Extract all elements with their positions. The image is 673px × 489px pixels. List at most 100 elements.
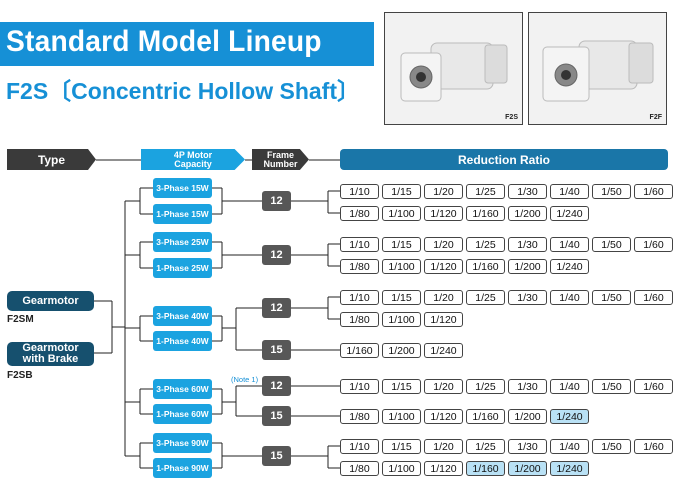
reduction-ratio-cell: 1/240 [424, 343, 463, 358]
frame-number-box: 12 [262, 245, 291, 265]
reduction-ratio-cell: 1/30 [508, 184, 547, 199]
reduction-ratio-cell: 1/80 [340, 312, 379, 327]
reduction-ratio-cell: 1/60 [634, 379, 673, 394]
reduction-ratio-cell: 1/240 [550, 461, 589, 476]
product-photo-f2s: F2S [384, 12, 523, 125]
reduction-ratio-cell: 1/15 [382, 237, 421, 252]
reduction-ratio-cell: 1/20 [424, 379, 463, 394]
reduction-ratio-cell: 1/10 [340, 184, 379, 199]
reduction-ratio-cell: 1/200 [508, 259, 547, 274]
reduction-ratio-cell: 1/30 [508, 379, 547, 394]
frame-number-box: 12 [262, 298, 291, 318]
motor-capacity-box: 3-Phase 40W [153, 306, 212, 326]
frame-number-box: 15 [262, 340, 291, 360]
title-band [0, 22, 374, 66]
reduction-ratio-cell: 1/80 [340, 409, 379, 424]
reduction-ratio-cell: 1/100 [382, 409, 421, 424]
photo-caption: F2F [649, 114, 662, 121]
reduction-ratio-cell: 1/80 [340, 259, 379, 274]
gearmotor-brake-code: F2SB [7, 370, 33, 381]
type-header: Type [7, 149, 96, 170]
reduction-ratio-cell: 1/10 [340, 379, 379, 394]
brake-type-line2: with Brake [22, 353, 79, 365]
reduction-ratio-cell: 1/20 [424, 290, 463, 305]
motor-header-line2: Capacity [174, 158, 212, 169]
gearmotor-image [542, 40, 654, 102]
reduction-ratio-cell: 1/240 [550, 409, 589, 424]
reduction-ratio-cell: 1/20 [424, 237, 463, 252]
reduction-ratio-cell: 1/15 [382, 379, 421, 394]
gearmotor-image [400, 42, 508, 102]
photo-caption: F2S [505, 114, 518, 121]
reduction-ratio-cell: 1/50 [592, 290, 631, 305]
frame-number-box: 12 [262, 376, 291, 396]
reduction-ratio-cell: 1/160 [340, 343, 379, 358]
motor-capacity-box: 3-Phase 60W [153, 379, 212, 399]
gearmotor-brake-type: Gearmotor with Brake [7, 342, 94, 366]
frame-number-box: 15 [262, 406, 291, 426]
reduction-ratio-cell: 1/40 [550, 184, 589, 199]
reduction-ratio-cell: 1/120 [424, 461, 463, 476]
reduction-ratio-cell: 1/10 [340, 237, 379, 252]
reduction-ratio-cell: 1/50 [592, 237, 631, 252]
reduction-ratio-cell: 1/30 [508, 439, 547, 454]
reduction-ratio-cell: 1/25 [466, 290, 505, 305]
reduction-ratio-cell: 1/80 [340, 461, 379, 476]
reduction-ratio-cell: 1/100 [382, 206, 421, 221]
reduction-ratio-cell: 1/160 [466, 206, 505, 221]
reduction-ratio-cell: 1/60 [634, 290, 673, 305]
reduction-ratio-cell: 1/120 [424, 312, 463, 327]
reduction-ratio-cell: 1/40 [550, 379, 589, 394]
product-photo-f2f: F2F [528, 12, 667, 125]
reduction-ratio-cell: 1/15 [382, 290, 421, 305]
frame-number-box: 12 [262, 191, 291, 211]
frame-header-line2: Number [263, 158, 298, 169]
page-subtitle: F2S〔Concentric Hollow Shaft〕 [6, 78, 360, 104]
gearmotor-type: Gearmotor [7, 291, 94, 311]
reduction-ratio-cell: 1/25 [466, 184, 505, 199]
page-title: Standard Model Lineup [6, 25, 322, 58]
reduction-ratio-cell: 1/25 [466, 439, 505, 454]
motor-capacity-box: 1-Phase 15W [153, 204, 212, 224]
reduction-ratio-cell: 1/100 [382, 312, 421, 327]
reduction-ratio-cell: 1/50 [592, 439, 631, 454]
reduction-ratio-cell: 1/200 [508, 409, 547, 424]
reduction-ratio-cell: 1/30 [508, 237, 547, 252]
reduction-ratio-cell: 1/100 [382, 259, 421, 274]
motor-header-line1: 4P Motor [173, 149, 213, 160]
motor-capacity-box: 1-Phase 40W [153, 331, 212, 351]
motor-capacity-box: 3-Phase 90W [153, 433, 212, 453]
reduction-ratio-cell: 1/100 [382, 461, 421, 476]
frame-number-box: 15 [262, 446, 291, 466]
reduction-ratio-cell: 1/60 [634, 439, 673, 454]
reduction-ratio-cell: 1/15 [382, 184, 421, 199]
reduction-ratio-cell: 1/50 [592, 379, 631, 394]
frame-header-line1: Frame [266, 149, 294, 160]
reduction-ratio-cell: 1/10 [340, 439, 379, 454]
reduction-ratio-cell: 1/25 [466, 237, 505, 252]
reduction-ratio-cell: 1/200 [508, 206, 547, 221]
reduction-ratio-cell: 1/25 [466, 379, 505, 394]
reduction-ratio-cell: 1/240 [550, 259, 589, 274]
reduction-ratio-cell: 1/120 [424, 259, 463, 274]
reduction-ratio-cell: 1/120 [424, 409, 463, 424]
reduction-ratio-cell: 1/160 [466, 409, 505, 424]
reduction-ratio-cell: 1/10 [340, 290, 379, 305]
reduction-ratio-cell: 1/160 [466, 259, 505, 274]
reduction-ratio-cell: 1/40 [550, 237, 589, 252]
motor-capacity-box: 3-Phase 15W [153, 178, 212, 198]
reduction-ratio-cell: 1/20 [424, 184, 463, 199]
reduction-ratio-cell: 1/60 [634, 237, 673, 252]
reduction-ratio-cell: 1/15 [382, 439, 421, 454]
reduction-ratio-cell: 1/30 [508, 290, 547, 305]
motor-capacity-box: 3-Phase 25W [153, 232, 212, 252]
reduction-ratio-cell: 1/20 [424, 439, 463, 454]
note-label: (Note 1) [231, 375, 259, 384]
motor-capacity-header: 4P Motor Capacity [141, 149, 245, 170]
reduction-ratio-cell: 1/50 [592, 184, 631, 199]
reduction-ratio-cell: 1/40 [550, 290, 589, 305]
gearmotor-code: F2SM [7, 314, 34, 325]
motor-capacity-box: 1-Phase 90W [153, 458, 212, 478]
reduction-ratio-cell: 1/40 [550, 439, 589, 454]
